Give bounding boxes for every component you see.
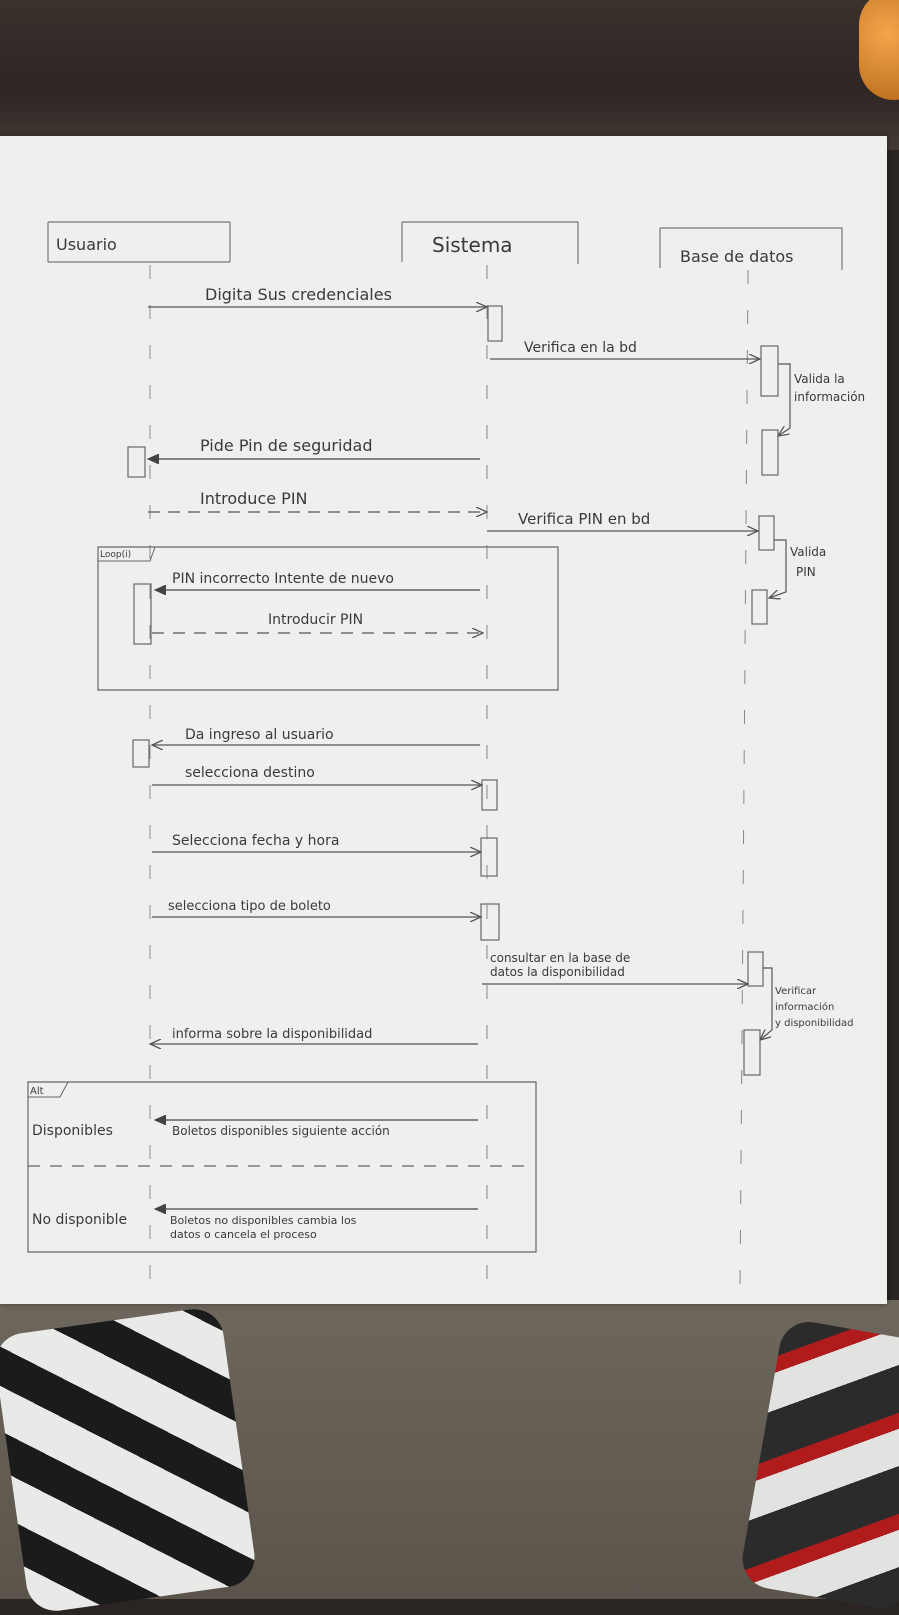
participant-db-label: Base de datos [680,247,794,266]
msg-selecciona-boleto: selecciona tipo de boleto [168,899,331,914]
alt-fragment: Alt Disponibles No disponible [27,1081,537,1253]
alt-condition-no-disponible: No disponible [32,1212,127,1228]
activation-db-4 [751,589,768,625]
msg-digita-credenciales: Digita Sus credenciales [205,285,392,304]
activation-db-6 [743,1029,761,1076]
alt-condition-disponibles: Disponibles [32,1123,113,1139]
activation-sistema-1 [487,305,503,342]
loop-fragment: Loop(i) [97,546,559,691]
msg-pide-pin: Pide Pin de seguridad [200,436,373,455]
msg-selecciona-fecha: Selecciona fecha y hora [172,833,339,849]
self-verificar-arrow [760,967,773,1040]
msg-verifica-bd: Verifica en la bd [524,340,637,356]
activation-db-1 [760,345,779,397]
self-valida-info-arrow [778,363,791,436]
alt-label: Alt [30,1086,44,1097]
msg-da-ingreso: Da ingreso al usuario [185,727,334,743]
activation-db-2 [761,429,779,476]
participant-sistema: Sistema [401,221,579,264]
paper-sheet [0,136,887,1304]
activation-sistema-4 [480,903,500,941]
msg-introducir-pin: Introducir PIN [268,612,363,628]
activation-db-5 [747,951,764,987]
activation-usuario-2 [133,583,152,645]
activation-usuario-1 [127,446,146,478]
activation-db-3 [758,515,775,551]
msg-pin-incorrecto: PIN incorrecto Intente de nuevo [172,571,394,587]
msg-verifica-pin: Verifica PIN en bd [518,510,650,528]
msg-informa: informa sobre la disponibilidad [172,1027,372,1042]
activation-sistema-2 [481,779,498,811]
self-valida-pin-arrow [769,539,787,598]
participant-sistema-label: Sistema [432,233,513,257]
activation-sistema-3 [480,837,498,877]
activation-usuario-3 [132,739,150,768]
msg-introduce-pin: Introduce PIN [200,489,308,508]
lifeline-db [739,269,749,1291]
participant-usuario: Usuario [47,221,231,263]
desk-background [0,0,899,150]
activation-boxes [127,305,779,1076]
participant-usuario-label: Usuario [56,235,117,254]
participant-base-de-datos: Base de datos [659,227,843,270]
msg-selecciona-destino: selecciona destino [185,765,315,781]
msg-boletos-disponibles: Boletos disponibles siguiente acción [172,1124,390,1138]
orange-object [859,0,899,100]
loop-label: Loop(i) [100,550,131,560]
